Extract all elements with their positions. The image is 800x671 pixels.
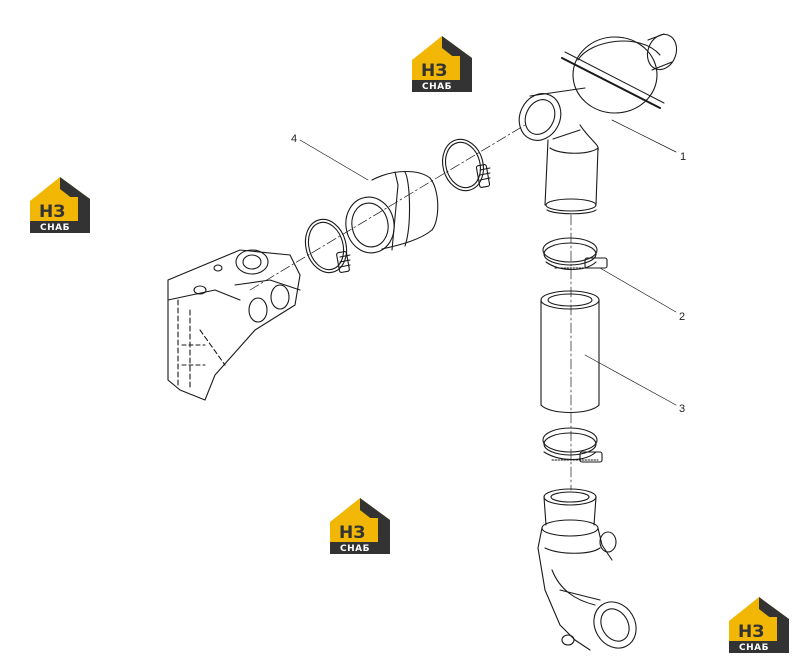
- watermark-logo-1: НЗ СНАБ: [412, 36, 472, 92]
- part-1-thermostat-housing: [518, 33, 678, 215]
- engine-bracket: [167, 249, 301, 401]
- callout-2: 2: [679, 311, 685, 323]
- svg-text:НЗ: НЗ: [39, 202, 65, 222]
- hose-clamp-lower: [542, 427, 603, 463]
- part-3-straight-hose: [540, 290, 677, 413]
- callout-3: 3: [679, 403, 685, 415]
- svg-text:СНАБ: СНАБ: [340, 544, 370, 554]
- watermark-logo-4: НЗ СНАБ: [729, 597, 789, 653]
- part-4-connecting-hose: [299, 139, 439, 254]
- svg-text:СНАБ: СНАБ: [422, 82, 452, 92]
- watermark-logo-3: НЗ СНАБ: [330, 498, 390, 554]
- svg-text:СНАБ: СНАБ: [40, 223, 70, 233]
- svg-text:НЗ: НЗ: [339, 523, 365, 543]
- svg-text:НЗ: НЗ: [738, 622, 764, 642]
- watermark-logo-2: НЗ СНАБ: [30, 177, 90, 233]
- hose-clamp-left: [304, 218, 351, 274]
- lower-elbow-housing: [537, 488, 637, 651]
- part-2-hose-clamp: [542, 237, 677, 313]
- callout-4: 4: [291, 133, 297, 145]
- callout-1: 1: [680, 151, 686, 163]
- hose-clamp-upper: [441, 138, 491, 192]
- svg-text:СНАБ: СНАБ: [739, 643, 769, 653]
- svg-text:НЗ: НЗ: [421, 61, 447, 81]
